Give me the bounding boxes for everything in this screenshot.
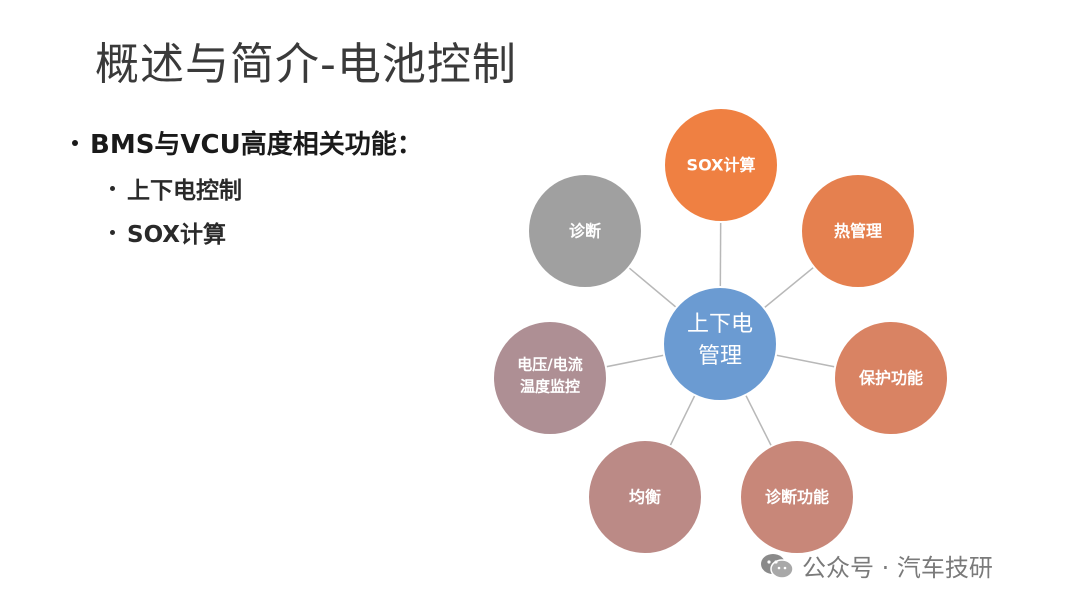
node-sox-calc: [663, 107, 779, 223]
bullet-sub-1-text: 上下电控制: [127, 178, 242, 204]
watermark: 公众号 · 汽车技研: [760, 548, 993, 583]
node-voltage-current-temp: [492, 320, 608, 436]
node-label-line-2: 温度监控: [519, 377, 581, 395]
center-node: [662, 286, 778, 402]
bullet-sub-2-text: SOX计算: [127, 222, 227, 248]
bullet-main-text: BMS与VCU高度相关功能：: [90, 130, 423, 160]
node-label-diagnosis: 诊断: [568, 221, 602, 241]
center-node-label: 上下电 管理: [687, 309, 753, 373]
center-line-1: 上下电: [686, 312, 754, 338]
wechat-icon: [761, 553, 794, 579]
node-label-balancing: 均衡: [628, 487, 662, 507]
page-title: 概述与简介-电池控制: [95, 39, 517, 90]
node-diagnostic-function: [739, 439, 855, 555]
bullet-main: BMS与VCU高度相关功能：: [72, 124, 423, 161]
bullet-sub-2: SOX计算: [110, 215, 423, 249]
center-line-2: 管理: [697, 344, 743, 369]
node-label-line-1: 电压/电流: [517, 355, 583, 374]
node-label-voltage-current-temp: 电压/电流 温度监控: [517, 354, 582, 398]
node-label-diagnostic-function: 诊断功能: [764, 487, 830, 507]
bullet-dot: [72, 139, 78, 146]
bullet-sub-1: 上下电控制: [110, 171, 423, 205]
watermark-text: 公众号 · 汽车技研: [802, 554, 993, 582]
bullet-dot: [110, 185, 115, 191]
bullet-list: BMS与VCU高度相关功能： 上下电控制 SOX计算: [72, 124, 423, 249]
bullet-dot: [110, 229, 115, 235]
node-label-sox-calc: SOX计算: [686, 155, 756, 175]
node-balancing: [587, 439, 703, 555]
node-protection: [833, 320, 949, 436]
node-label-thermal-mgmt: 热管理: [833, 221, 883, 241]
node-label-protection: 保护功能: [858, 368, 924, 388]
node-thermal-mgmt: [800, 173, 916, 289]
node-diagnosis: [527, 173, 643, 289]
